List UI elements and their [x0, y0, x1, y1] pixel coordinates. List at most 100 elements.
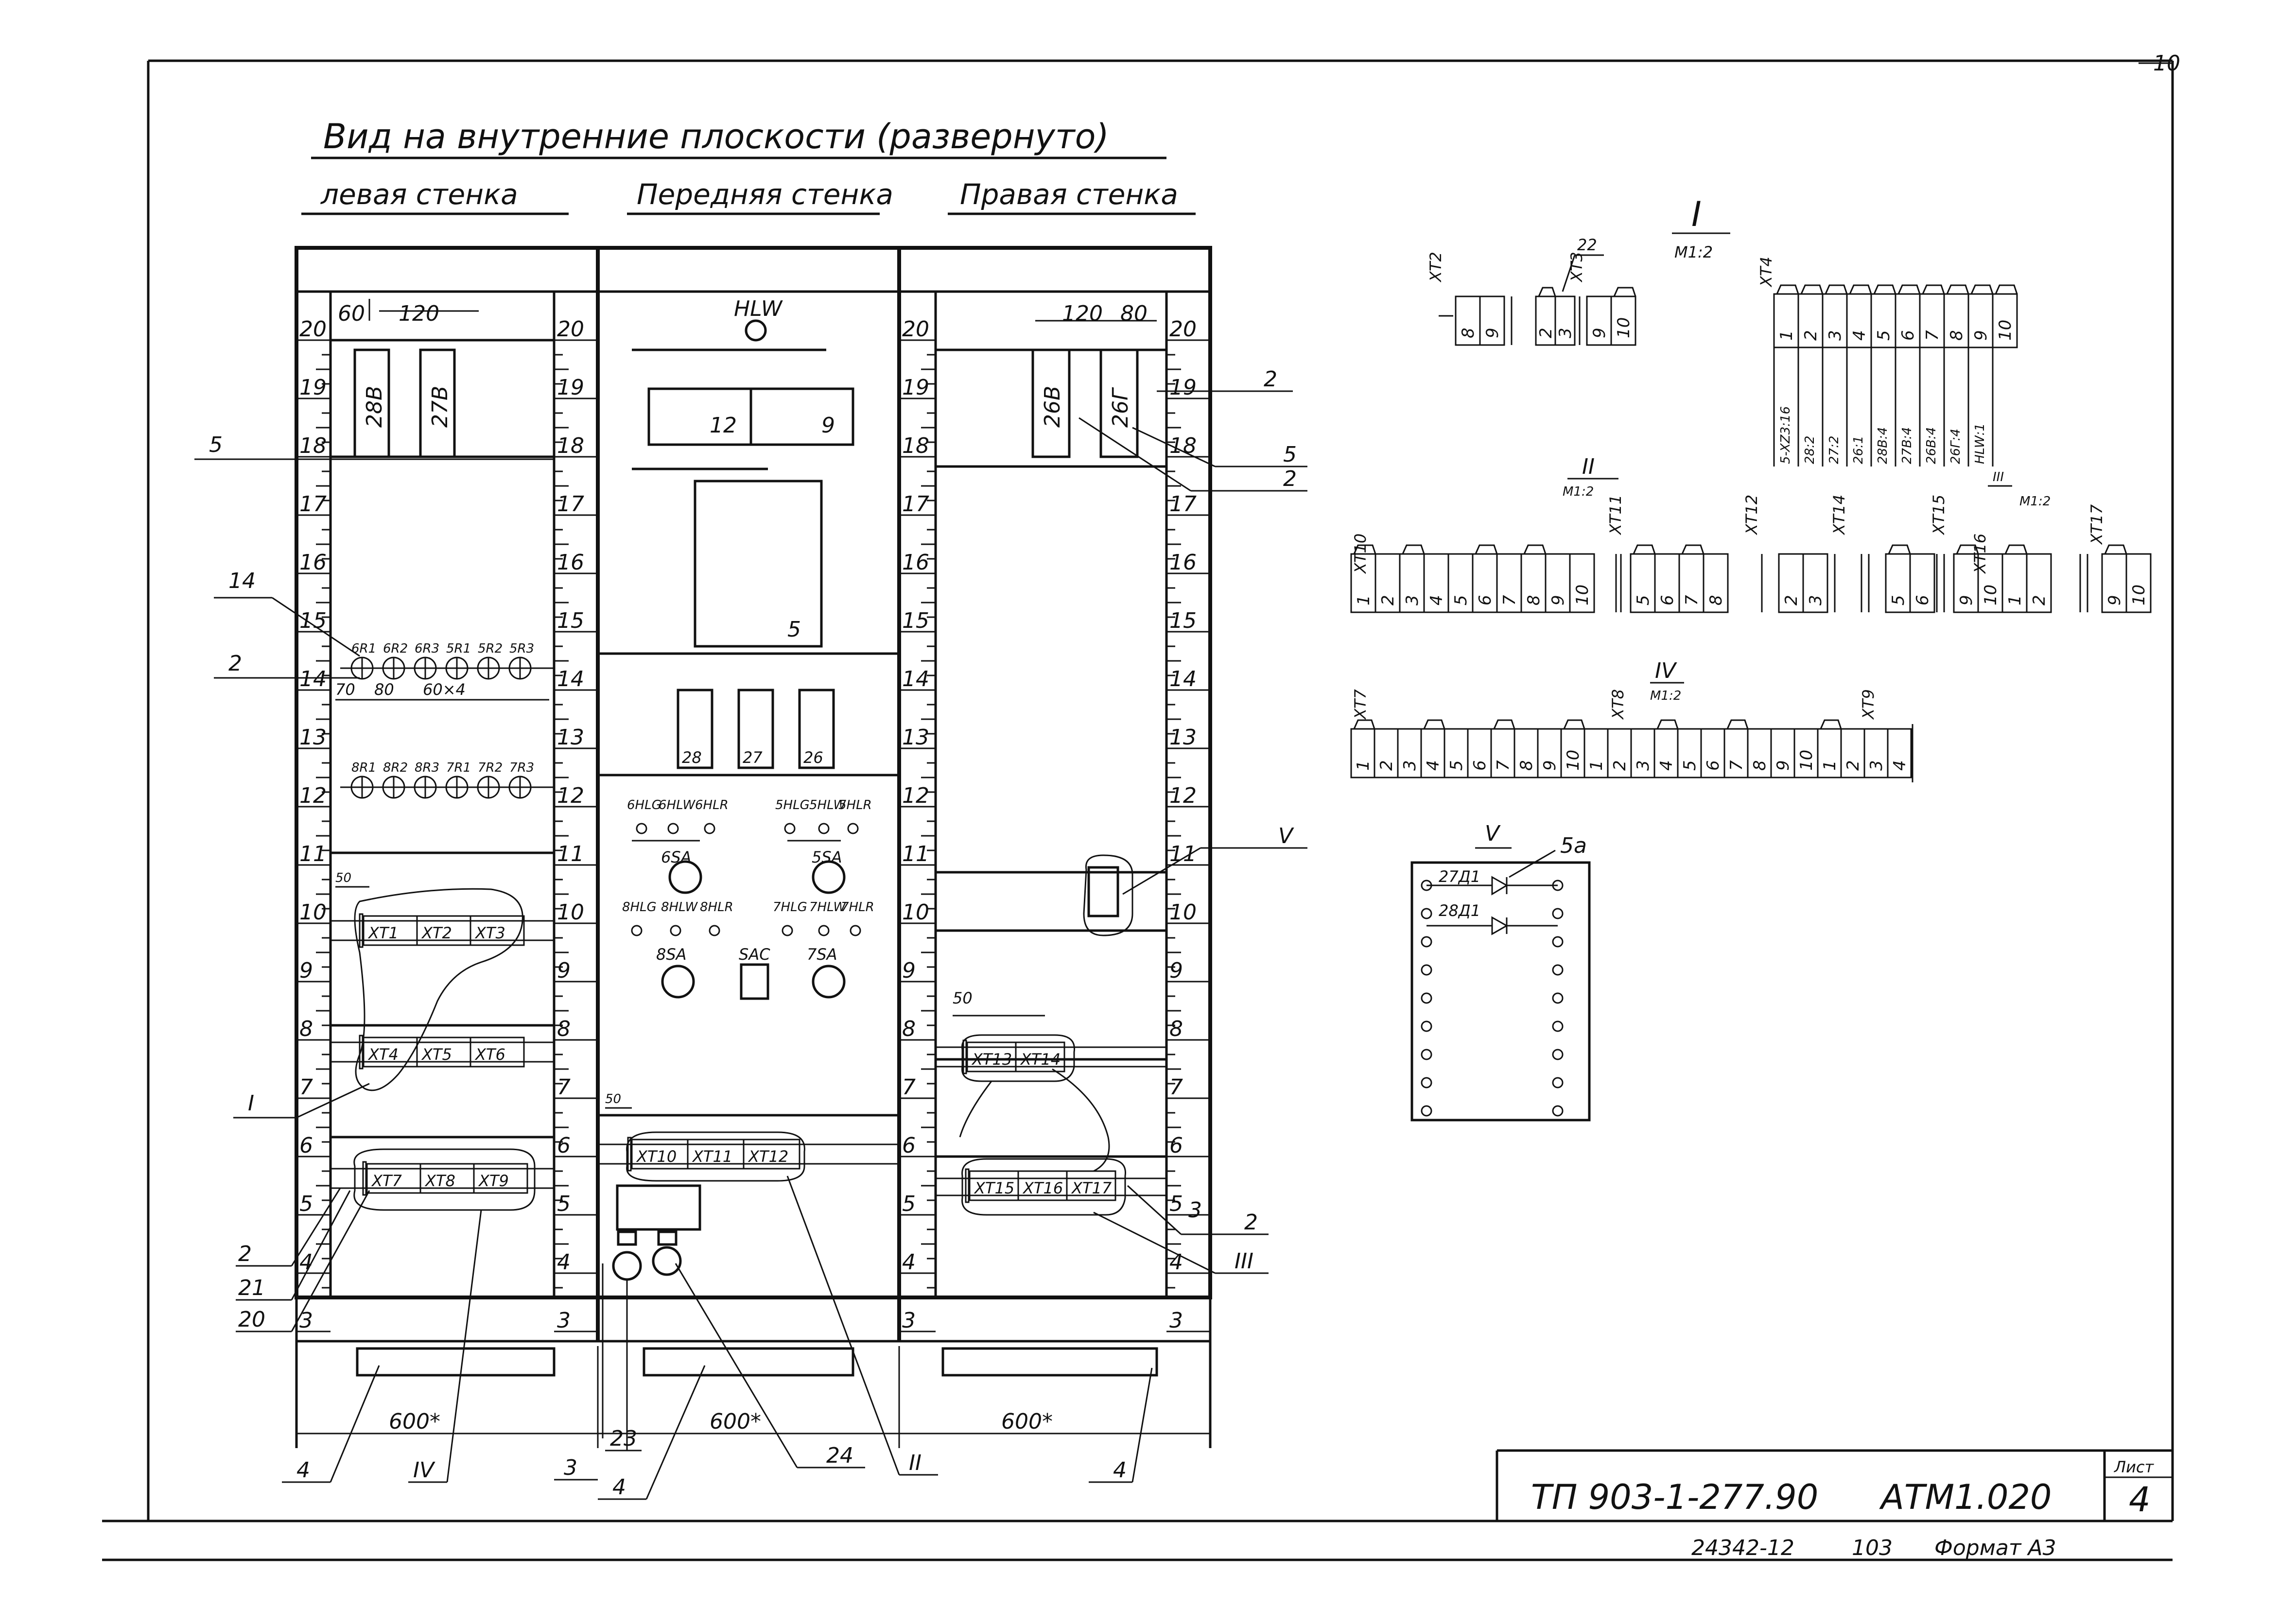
detail-II-xt11: XT11	[1606, 495, 1625, 536]
board-hole	[1421, 992, 1432, 1004]
xt4-cap	[1776, 284, 1799, 294]
ruler-label: 16	[1169, 550, 1197, 575]
row2-relay-label: 8R1	[351, 760, 376, 775]
ruler-label: 9	[557, 958, 571, 983]
row1-lamp-label: 6HLG	[627, 798, 661, 812]
ruler-label: 7	[1169, 1075, 1183, 1100]
xt-right-2-label: XT16	[1022, 1179, 1063, 1197]
ruler-label: 4	[557, 1250, 571, 1275]
xt-front-label: XT10	[636, 1147, 677, 1166]
row1-lamp	[704, 823, 715, 834]
xt-right-1-label: XT14	[1020, 1050, 1061, 1069]
ruler-label: 7	[299, 1075, 313, 1100]
xt-right-1-end	[962, 1039, 967, 1074]
callout-5-left: 5	[209, 432, 223, 457]
stamp-sheet-number: 4	[2129, 1480, 2151, 1520]
xt7-9-number: 10	[1797, 750, 1816, 771]
board-hole	[1552, 1020, 1564, 1032]
xt4-cap	[1970, 284, 1994, 294]
xt4-cap	[1873, 284, 1896, 294]
page-corner-number: 10	[2153, 51, 2180, 76]
xt4-wire-label: 28:2	[1803, 436, 1817, 464]
xt-front-label: XT11	[692, 1147, 732, 1166]
switch-8sa	[661, 965, 695, 999]
block-27v	[419, 348, 456, 458]
stamp-sheet-label: Лист	[2114, 1458, 2154, 1476]
xt-left-1-end	[359, 913, 364, 948]
xt11-number: 8	[1706, 595, 1726, 605]
xt-front-end	[627, 1137, 632, 1172]
cabinet-outline	[295, 246, 1212, 1448]
callout-4-right: 4	[1113, 1458, 1127, 1483]
drawing-title: Вид на внутренние плоскости (развернуто)	[323, 117, 1109, 156]
detail-V: V 5а 27Д1 28Д1	[1410, 821, 1591, 1122]
xt15-number: 6	[1913, 595, 1932, 605]
ruler-label: 13	[557, 725, 584, 750]
xt4-number: 9	[1971, 330, 1991, 341]
footer-format: Формат А3	[1934, 1536, 2056, 1560]
xt7-9-number: 2	[1610, 760, 1630, 771]
stamp-doc: АТМ1.020	[1879, 1477, 2052, 1517]
xt17-number: 10	[2129, 585, 2149, 605]
ruler-label: 5	[902, 1192, 916, 1216]
detail-IV-xt9: XT9	[1859, 689, 1878, 720]
xt-left-2-label: XT6	[474, 1045, 505, 1064]
xt11-number: 7	[1682, 595, 1702, 605]
row1-lamp-label: 5HLW	[809, 798, 847, 812]
xt4-wire-label: 27В:4	[1900, 427, 1914, 464]
xt7-9-number: 8	[1517, 760, 1536, 771]
ruler-label: 9	[299, 958, 313, 983]
xt-left-3-end	[362, 1161, 367, 1196]
row1-lamp-label: 6HLR	[695, 798, 729, 812]
xt4-number: 4	[1850, 330, 1869, 341]
xt15-number: 5	[1889, 595, 1908, 605]
xt7-9-number: 4	[1657, 760, 1676, 771]
ruler-label: 15	[557, 608, 584, 633]
front-module-27-label: 27	[743, 748, 763, 767]
ruler-label: 13	[902, 725, 929, 750]
front-panel-5-label: 5	[787, 617, 801, 642]
callout-roman-II: II	[909, 1451, 922, 1475]
title-stamp	[1496, 1449, 2173, 1521]
ruler-label: 16	[299, 550, 327, 575]
ruler-label: 7	[902, 1075, 916, 1100]
board-hole	[1552, 1105, 1564, 1117]
front-box-12-label: 12	[710, 413, 737, 438]
xt3-b-cap	[1613, 287, 1636, 297]
xt4-cap	[1825, 284, 1848, 294]
row1-lamp	[847, 823, 859, 834]
xt-left-1-label: XT3	[474, 924, 505, 942]
xt11-cap	[1633, 544, 1656, 554]
callout-5-right: 5	[1283, 442, 1297, 467]
ruler-label: 17	[902, 492, 929, 517]
xt4-number: 1	[1777, 330, 1796, 341]
xt4-cap	[1849, 284, 1872, 294]
sheet-frame	[102, 59, 2174, 1561]
xt7-9-number: 10	[1564, 750, 1583, 771]
xt11-cap	[1681, 544, 1705, 554]
callout-roman-I: I	[248, 1091, 254, 1116]
dim-right-600: 600*	[1001, 1409, 1053, 1434]
block-28v	[353, 348, 390, 458]
xt3-b-terminal	[1610, 295, 1636, 346]
row1-lamp-label: 5HLR	[838, 798, 872, 812]
ruler-label: 11	[557, 842, 584, 866]
xt7-9-number: 5	[1680, 760, 1700, 771]
ruler-label: 20	[1169, 317, 1197, 342]
switch-8sa-label: 8SA	[656, 945, 687, 964]
detail-II-xt14: XT14	[1830, 495, 1848, 536]
board-hole	[1421, 964, 1432, 976]
ruler-label: 3	[902, 1308, 916, 1333]
bottom-dimensions	[296, 1263, 1210, 1448]
xt7-9-cap	[1493, 719, 1515, 729]
callout-2-right: 2	[1244, 1210, 1258, 1235]
detail-V-diode-28d1: 28Д1	[1439, 901, 1480, 920]
xt7-9-number: 3	[1634, 760, 1653, 771]
callout-3: 3	[564, 1455, 577, 1480]
ruler-label: 12	[557, 783, 584, 808]
row2-relay-label: 7R2	[478, 760, 503, 775]
